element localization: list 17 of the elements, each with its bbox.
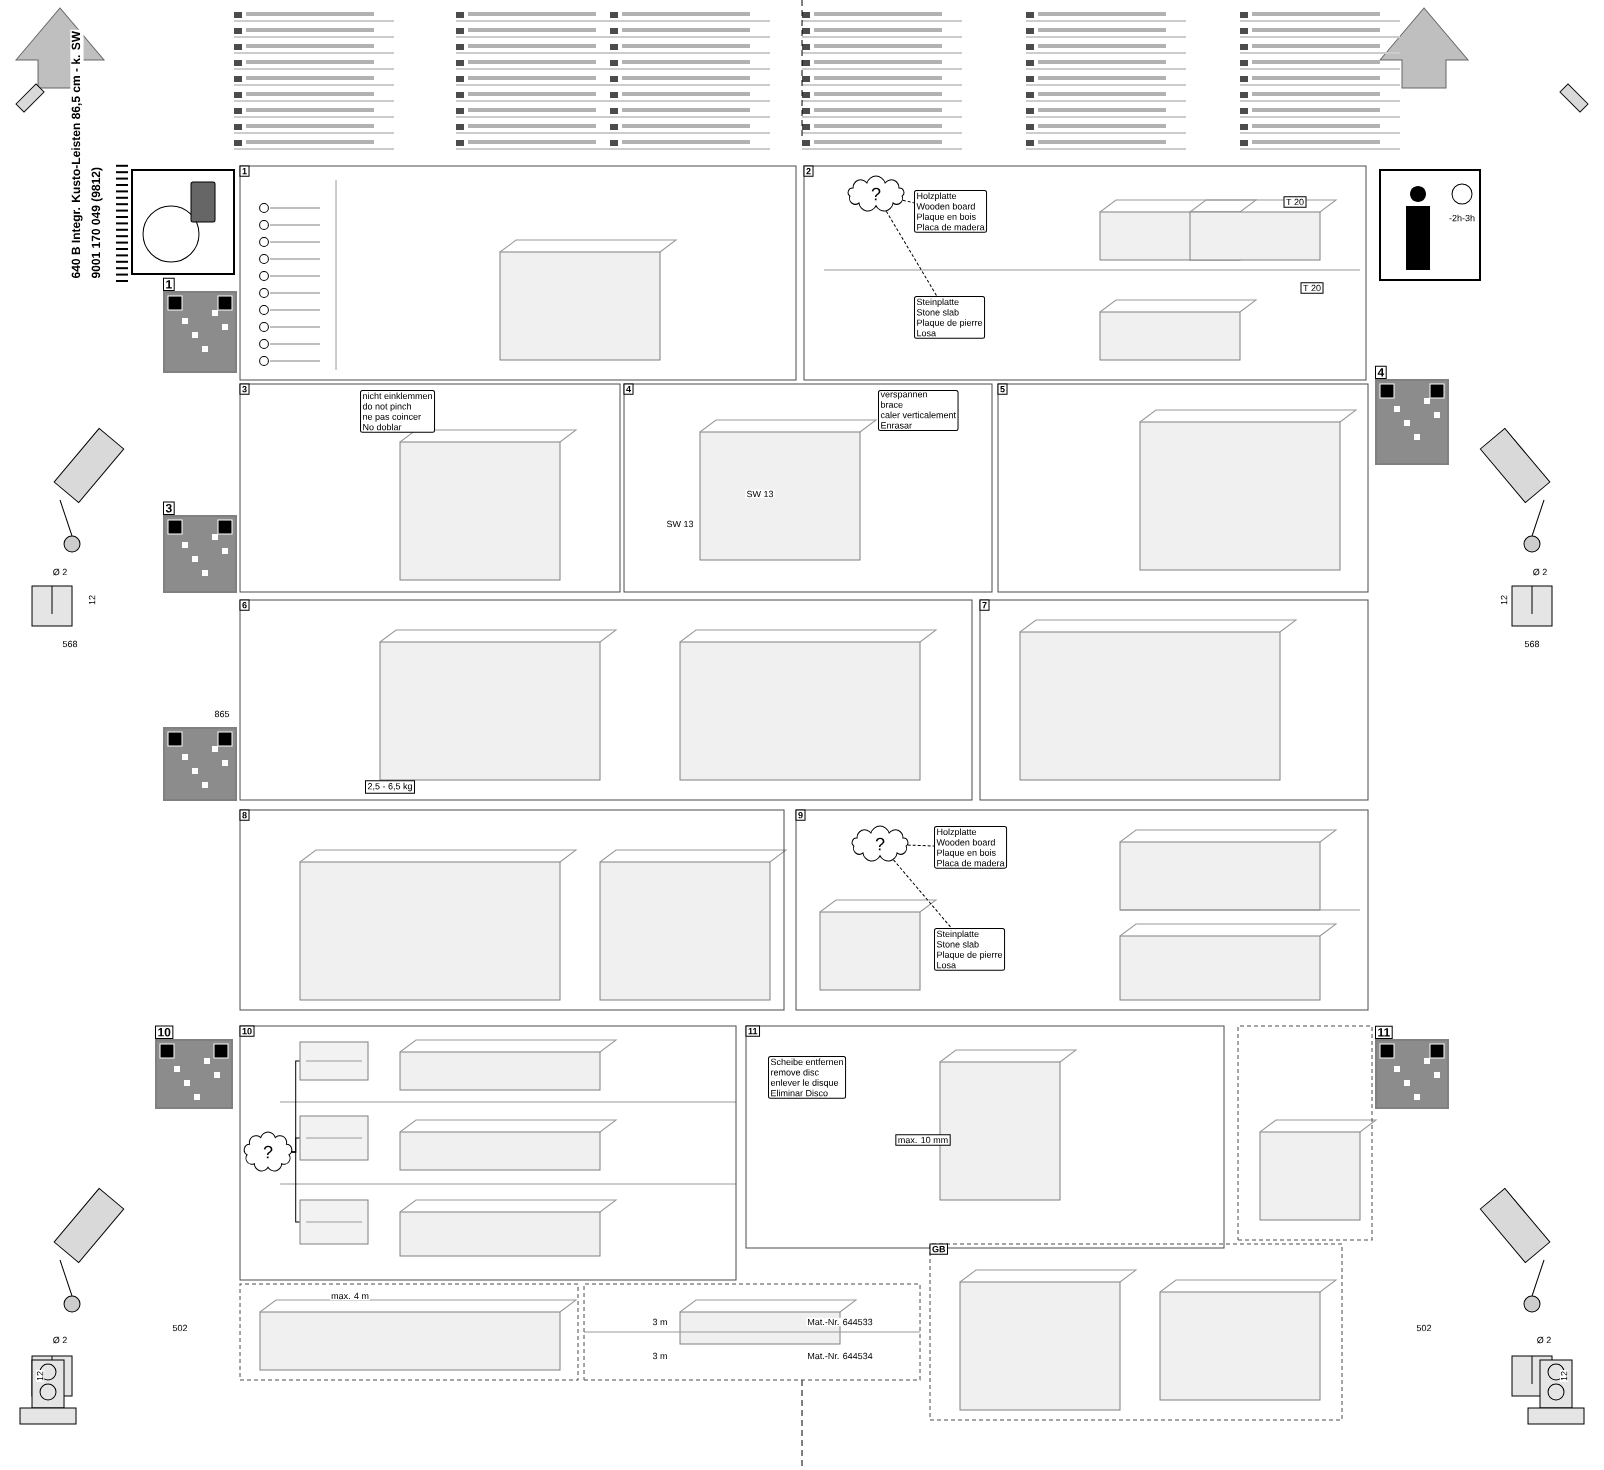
phone-icon	[131, 169, 235, 275]
leader-line	[885, 210, 938, 297]
question-cloud: ?	[243, 1131, 293, 1172]
kitchen-thumbnail	[299, 1041, 369, 1081]
leader-line	[907, 844, 935, 847]
question-cloud: ?	[851, 825, 909, 862]
leader-line	[902, 199, 915, 204]
kitchen-thumbnail	[299, 1115, 369, 1161]
kitchen-thumbnail	[299, 1199, 369, 1245]
leader-line	[291, 1137, 300, 1153]
dashed-panel	[1237, 1025, 1373, 1241]
leader-line	[893, 859, 952, 929]
dashed-panel	[239, 1283, 579, 1381]
question-cloud: ?	[847, 175, 905, 212]
leader-line	[291, 1151, 300, 1223]
dashed-panel	[583, 1283, 921, 1381]
qr-code	[163, 727, 237, 801]
